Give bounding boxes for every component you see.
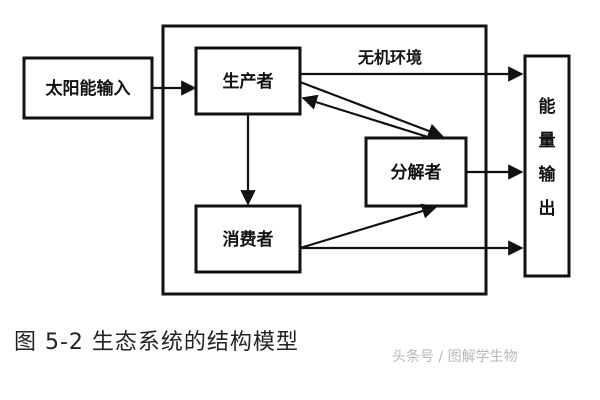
watermark: 头条号 / 图解学生物	[392, 349, 518, 365]
decomposer-label: 分解者	[391, 162, 442, 183]
decomposer-box	[364, 136, 468, 208]
ecosystem-boundary	[161, 24, 488, 296]
energy-output-char-3: 输	[539, 164, 557, 185]
inorganic-env-label: 无机环境	[357, 48, 422, 67]
arrow-decomposer-to-producer	[301, 94, 429, 139]
producer-label: 生产者	[223, 71, 274, 92]
arrow-consumer-to-decomposer	[299, 203, 438, 250]
ecosystem-diagram: 太阳能输入 生产者 消费者 分解者 无机环境 能 量 输 出	[22, 24, 571, 296]
arrow-producer-to-decomposer	[299, 80, 444, 139]
energy-output-char-2: 量	[539, 130, 556, 151]
solar-input-label: 太阳能输入	[46, 78, 131, 99]
energy-output-box	[523, 54, 571, 278]
energy-output-char-4: 出	[539, 198, 556, 219]
consumer-label: 消费者	[223, 229, 274, 250]
figure-caption: 图 5-2 生态系统的结构模型	[14, 330, 299, 355]
solar-input-box	[22, 56, 154, 120]
energy-output-char-1: 能	[539, 96, 556, 117]
consumer-box	[194, 204, 302, 274]
